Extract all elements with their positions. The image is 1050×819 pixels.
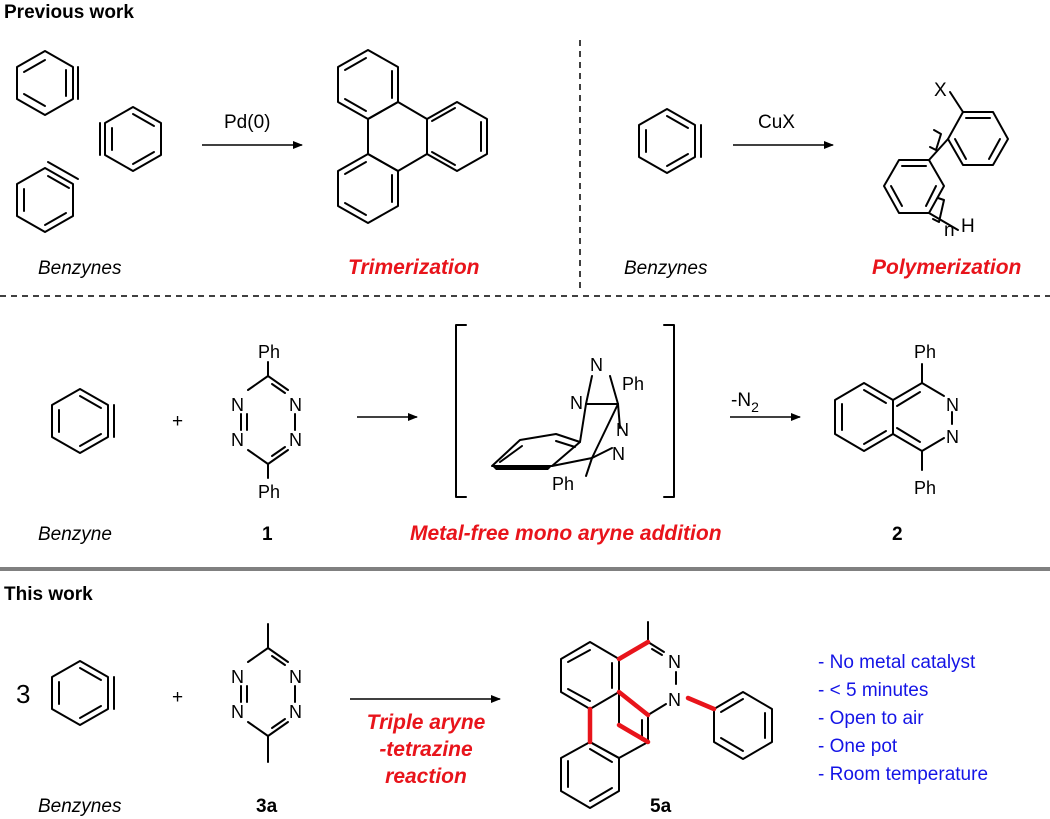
benzyne-panel-c	[51, 388, 115, 454]
tetrazine-3a-structure	[240, 623, 296, 763]
polyphenylene-structure	[883, 91, 1009, 231]
polymerization-label: Polymerization	[872, 256, 1021, 279]
intermediate-ph-bottom: Ph	[552, 474, 574, 494]
compound-2-label: 2	[892, 524, 903, 545]
stoichiometry-coefficient: 3	[16, 679, 30, 709]
intermediate-n-right: N	[616, 420, 629, 440]
cux-reagent-label: CuX	[758, 112, 795, 133]
tetrazine-3a-n3: N	[231, 702, 244, 722]
tetrazine-1-structure	[240, 361, 296, 479]
arrow-label-line-1: Triple aryne	[367, 711, 486, 734]
halide-x-label: X	[934, 80, 947, 101]
tetrazine-3a-n1: N	[231, 667, 244, 687]
bicyclic-intermediate-structure	[491, 375, 621, 477]
benzyne-middle	[99, 106, 162, 172]
tetrazine-1-n2: N	[289, 395, 302, 415]
loss-n2-subscript: 2	[751, 399, 759, 415]
right-bracket	[663, 324, 675, 498]
phthalazine-ph-top: Ph	[914, 342, 936, 362]
compound-3a-label: 3a	[256, 796, 278, 817]
tetrazine-1-n1: N	[231, 395, 244, 415]
subscript-n: n	[944, 220, 955, 241]
feature-item: - One pot	[818, 736, 898, 757]
compound-1-label: 1	[262, 524, 273, 545]
benzyne-top-left	[16, 50, 79, 116]
loss-of-n2-label: -N2	[731, 390, 759, 415]
feature-item: - Open to air	[818, 708, 924, 729]
tetrazine-1-n4: N	[289, 430, 302, 450]
phthalazine-n-lower: N	[946, 427, 959, 447]
panel-b-reactant-label: Benzynes	[624, 258, 708, 279]
benzyne-panel-b	[638, 108, 702, 174]
intermediate-n-bridge: N	[570, 393, 583, 413]
pd-reagent-label: Pd(0)	[224, 112, 270, 133]
tetrazine-3a-n4: N	[289, 702, 302, 722]
product-5a-structure	[560, 621, 773, 809]
feature-item: - No metal catalyst	[818, 652, 976, 673]
panel-d-plus: +	[172, 687, 183, 708]
intermediate-ph-top: Ph	[622, 374, 644, 394]
panel-a-reactant-label: Benzynes	[38, 258, 122, 279]
previous-work-title: Previous work	[4, 2, 134, 23]
phthalazine-ph-bottom: Ph	[914, 478, 936, 498]
panel-d-reactant-label: Benzynes	[38, 796, 122, 817]
tetrazine-3a-n2: N	[289, 667, 302, 687]
feature-item: - Room temperature	[818, 764, 988, 785]
panel-c-plus: +	[172, 411, 183, 432]
benzyne-panel-d	[51, 660, 115, 726]
phthalazine-n-upper: N	[946, 395, 959, 415]
mono-addition-label: Metal-free mono aryne addition	[410, 522, 722, 545]
left-bracket	[455, 324, 467, 498]
triphenylene-structure	[337, 49, 488, 224]
tetrazine-1-ph-bottom: Ph	[258, 482, 280, 502]
feature-item: - < 5 minutes	[818, 680, 928, 701]
this-work-title: This work	[4, 584, 93, 605]
trimerization-label: Trimerization	[348, 256, 479, 279]
arrow-label-line-2: -tetrazine	[379, 738, 473, 761]
panel-c-reactant-label: Benzyne	[38, 524, 112, 545]
end-group-h: H	[961, 216, 975, 237]
tetrazine-1-ph-top: Ph	[258, 342, 280, 362]
intermediate-n-lower: N	[612, 444, 625, 464]
compound-5a-label: 5a	[650, 796, 672, 817]
product-5a-n2: N	[668, 690, 681, 710]
product-5a-n1: N	[668, 652, 681, 672]
phthalazine-2-structure	[834, 363, 953, 471]
benzyne-bottom	[16, 161, 79, 233]
intermediate-n-top: N	[590, 355, 603, 375]
tetrazine-1-n3: N	[231, 430, 244, 450]
loss-n2-prefix: -N	[731, 390, 751, 411]
arrow-label-line-3: reaction	[385, 765, 467, 788]
